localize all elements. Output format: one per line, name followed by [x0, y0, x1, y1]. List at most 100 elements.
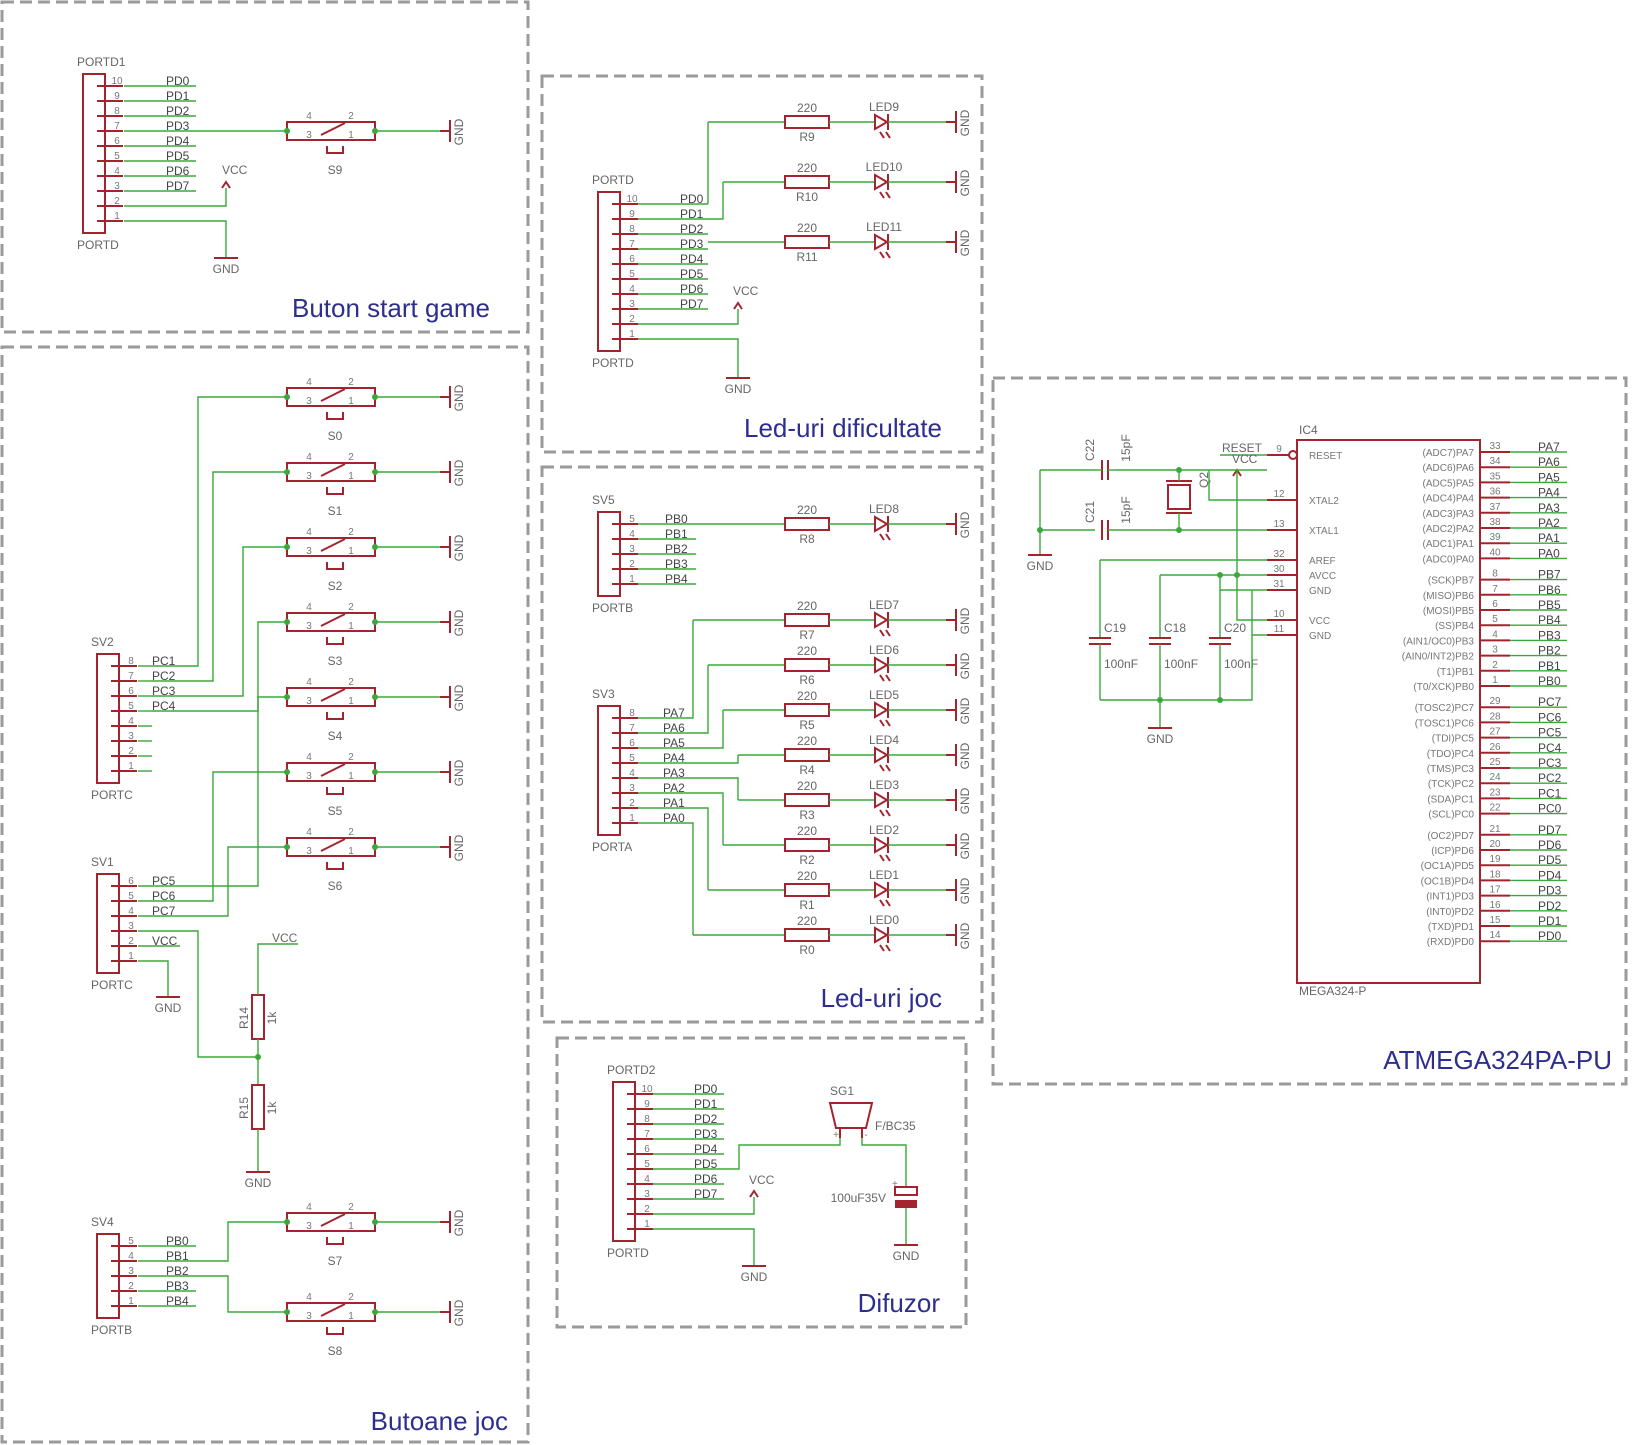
- net-label-pc: PC3: [152, 684, 176, 698]
- ic-pin-name: (SDA)PC1: [1427, 794, 1474, 805]
- switch-pin-3: 3: [306, 621, 312, 632]
- wire: [638, 822, 694, 935]
- sv4-header-port-label: PORTB: [91, 1323, 132, 1337]
- switch-pin-2: 2: [348, 111, 354, 122]
- sv4-header-label: SV4: [91, 1215, 114, 1229]
- switch-label: S7: [328, 1254, 343, 1268]
- junction-dot: [284, 1219, 290, 1225]
- switch-pin-3: 3: [306, 846, 312, 857]
- switch-contact: [320, 538, 346, 552]
- led-ray: [879, 719, 885, 727]
- ic-net-label: PB5: [1538, 598, 1561, 612]
- switch-pin-1: 1: [348, 1311, 354, 1322]
- led-ray: [885, 131, 891, 139]
- gnd-label: GND: [245, 1176, 272, 1190]
- cap-value: 15pF: [1119, 496, 1133, 523]
- switch-label: S9: [328, 163, 343, 177]
- led-ray: [879, 191, 885, 199]
- vcc-label: VCC: [1232, 452, 1258, 466]
- junction-dot: [284, 619, 290, 625]
- resistor-body: [784, 838, 830, 852]
- resistor-label: R1: [799, 898, 815, 912]
- switch-label: S4: [328, 729, 343, 743]
- sv3-header-pin-number: 5: [629, 753, 635, 764]
- ledd-header-pin-number: 9: [629, 209, 635, 220]
- sv2-header-pin-number: 4: [128, 716, 134, 727]
- ic-pin-number: 18: [1489, 869, 1501, 880]
- wire: [638, 620, 694, 719]
- switch-pin-1: 1: [348, 546, 354, 557]
- switch-pin-1: 1: [348, 471, 354, 482]
- led-ray: [885, 191, 891, 199]
- junction-dot: [255, 1054, 261, 1060]
- ic-pin-number: 8: [1492, 569, 1498, 580]
- title-difuzor: Difuzor: [858, 1288, 941, 1318]
- resistor-value: 220: [797, 644, 817, 658]
- sv1-header-pin-number: 3: [128, 921, 134, 932]
- vcc-label: VCC: [733, 284, 759, 298]
- portd2-header-pin-number: 8: [644, 1114, 650, 1125]
- ic-pin-number: 35: [1489, 471, 1501, 482]
- gnd-label: GND: [452, 118, 466, 145]
- ic-net-label: PD0: [1538, 929, 1562, 943]
- wire: [138, 846, 287, 917]
- ic-net-label: PD7: [1538, 823, 1562, 837]
- ic-pin-number: 30: [1273, 564, 1285, 575]
- switch-contact: [320, 388, 346, 402]
- switch-actuator: [326, 1327, 344, 1335]
- resistor-value: 1k: [265, 1101, 279, 1115]
- switch-pin-1: 1: [348, 771, 354, 782]
- ic-pin-name: (AIN0/INT2)PB2: [1402, 652, 1475, 663]
- sv3-header-label: SV3: [592, 687, 615, 701]
- title-led-joc: Led-uri joc: [821, 983, 942, 1013]
- net-label-pb: PB2: [166, 1264, 189, 1278]
- led-label: LED5: [869, 688, 899, 702]
- frame-difuzor: [555, 1036, 968, 1329]
- resistor-body: [784, 703, 830, 717]
- ic-net-label: PD4: [1538, 868, 1562, 882]
- buzzer-part-label: F/BC35: [875, 1119, 916, 1133]
- led-ray: [885, 533, 891, 541]
- ic-pin-name: (TCK)PC2: [1428, 779, 1475, 790]
- junction-dot: [284, 128, 290, 134]
- ic-net-label: PD5: [1538, 853, 1562, 867]
- gnd-label: GND: [155, 1001, 182, 1015]
- gnd-label: GND: [452, 384, 466, 411]
- cap-label: C20: [1224, 621, 1246, 635]
- ledd-header-body: [597, 191, 621, 352]
- switch-pin-2: 2: [348, 452, 354, 463]
- sv3-header-pin-number: 1: [629, 813, 635, 824]
- led-ray: [885, 809, 891, 817]
- ic-pin-name: (OC2)PD7: [1427, 831, 1474, 842]
- switch-pin-3: 3: [306, 771, 312, 782]
- switch-pin-1: 1: [348, 1221, 354, 1232]
- portd1-header-pin-number: 2: [114, 196, 120, 207]
- net-label-pd: PD1: [694, 1097, 718, 1111]
- junction-dot: [1217, 697, 1223, 703]
- frame-led-joc: [540, 465, 984, 1024]
- led-triangle: [874, 836, 889, 854]
- net-label-pa: PA4: [663, 751, 685, 765]
- portd2-header-pin-number: 7: [644, 1129, 650, 1140]
- wire: [124, 188, 227, 207]
- resistor-label: R6: [799, 673, 815, 687]
- ic-net-label: PB3: [1538, 628, 1561, 642]
- sv5-header-pin-number: 1: [629, 574, 635, 585]
- wire: [196, 1221, 287, 1262]
- resistor-body: [784, 115, 830, 129]
- resistor-label: R11: [796, 250, 817, 264]
- resistor-value: 220: [797, 734, 817, 748]
- led-triangle: [874, 611, 889, 629]
- sv2-header-pin-number: 2: [128, 746, 134, 757]
- title-led-dificultate: Led-uri dificultate: [744, 413, 942, 443]
- led-triangle: [874, 173, 889, 191]
- switch-label: S2: [328, 579, 343, 593]
- portd1-header-pin-number: 5: [114, 151, 120, 162]
- ic-pin-number: 38: [1489, 517, 1501, 528]
- switch-pin-4: 4: [306, 1202, 312, 1213]
- ic-net-label: PC6: [1538, 710, 1562, 724]
- ic-body: [1296, 439, 1481, 984]
- ic-net-label: PC2: [1538, 771, 1562, 785]
- wire: [196, 1275, 287, 1313]
